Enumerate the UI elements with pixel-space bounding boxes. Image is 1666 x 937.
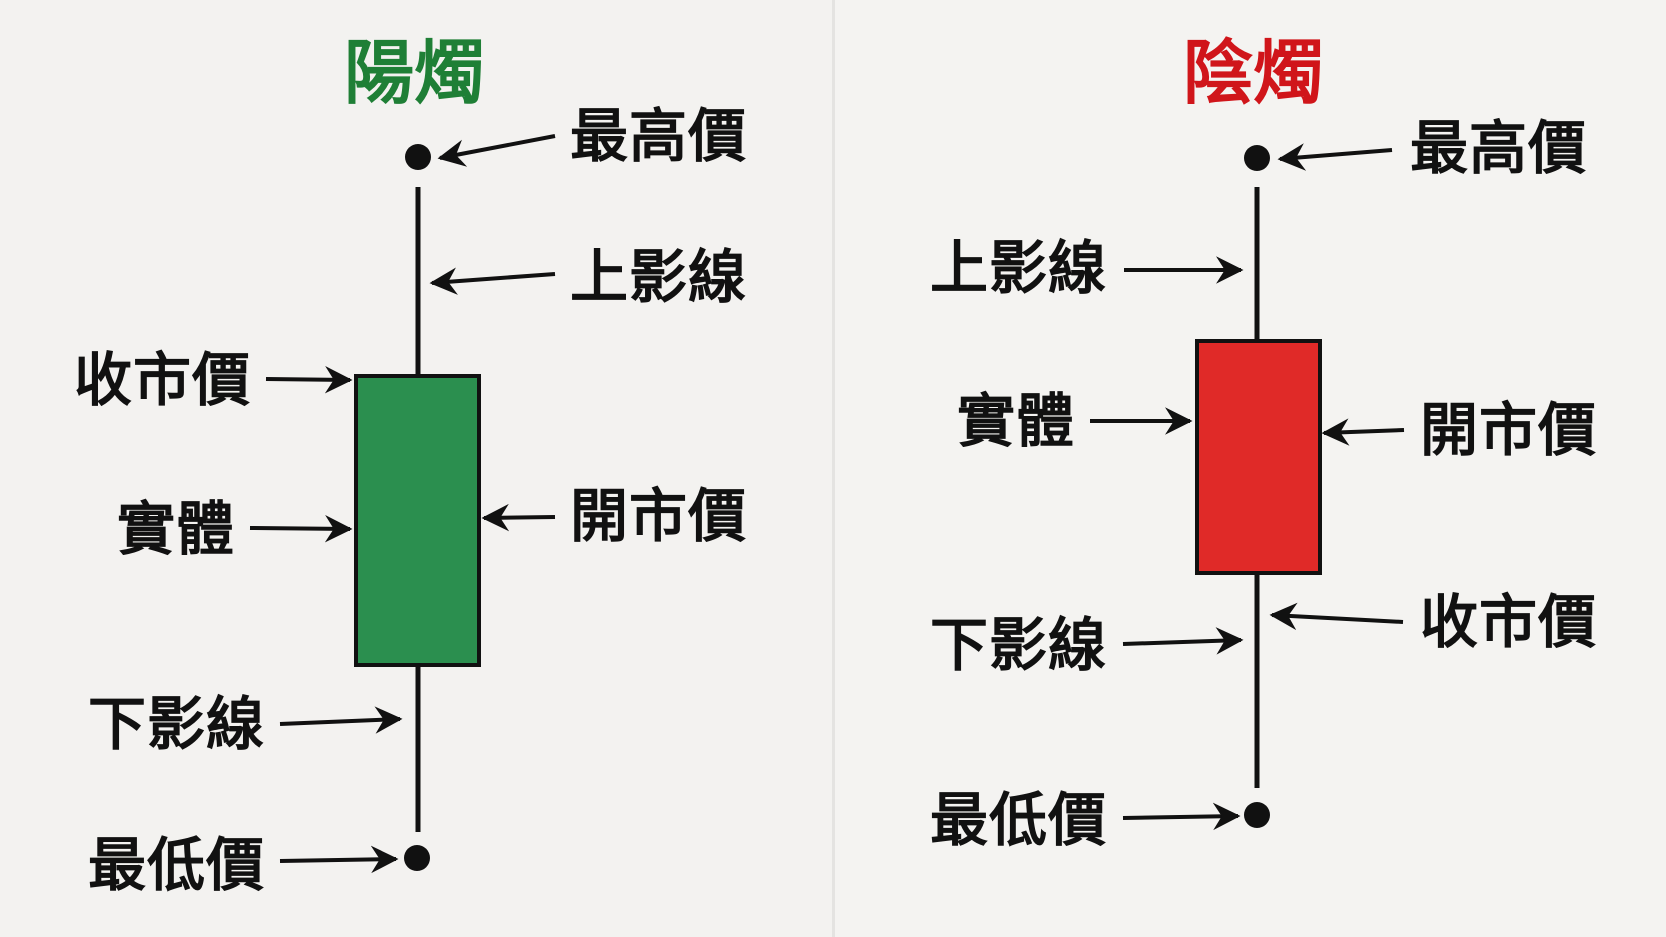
arrow-bearish-high — [1277, 143, 1393, 171]
arrow-bullish-close — [265, 365, 353, 394]
bullish-arrows — [249, 134, 556, 874]
bearish-body — [1195, 339, 1322, 575]
arrow-bearish-lower-shadow — [1122, 627, 1244, 655]
bullish-label-close: 收市價 — [74, 346, 252, 414]
bearish-label-upper-shadow: 上影線 — [930, 234, 1108, 302]
bearish-label-open: 開市價 — [1420, 396, 1598, 464]
arrow-bullish-lower-shadow — [279, 706, 403, 734]
bullish-candle — [354, 144, 481, 871]
bearish-label-high: 最高價 — [1410, 114, 1588, 182]
arrow-bullish-body — [249, 515, 353, 543]
bearish-candle — [1195, 145, 1322, 828]
bearish-label-close: 收市價 — [1420, 588, 1598, 656]
bullish-high-dot — [405, 144, 431, 170]
bearish-high-dot — [1244, 145, 1270, 171]
arrow-bullish-high — [437, 134, 556, 167]
bullish-label-upper-shadow: 上影線 — [570, 243, 748, 311]
bullish-label-open: 開市價 — [570, 482, 748, 550]
bearish-label-body: 實體 — [957, 387, 1076, 455]
bullish-low-dot — [404, 845, 430, 871]
bearish-low-dot — [1244, 802, 1270, 828]
bullish-label-lower-shadow: 下影線 — [88, 690, 266, 758]
bullish-title: 陽燭 — [344, 32, 484, 114]
arrow-bearish-open — [1321, 418, 1405, 446]
arrow-bullish-open — [481, 503, 556, 532]
arrow-bearish-low — [1122, 802, 1241, 831]
bearish-label-lower-shadow: 下影線 — [930, 611, 1108, 679]
bearish-arrows — [1090, 143, 1405, 831]
bullish-label-high: 最高價 — [570, 102, 748, 170]
bullish-label-body: 實體 — [117, 495, 236, 563]
bearish-label-low: 最低價 — [930, 786, 1108, 854]
arrow-bearish-close — [1269, 602, 1404, 631]
arrow-bullish-upper-shadow — [429, 267, 556, 295]
panel-divider — [832, 0, 835, 937]
bullish-body — [354, 374, 481, 667]
bullish-label-low: 最低價 — [88, 831, 266, 899]
bearish-title: 陰燭 — [1183, 32, 1323, 114]
arrow-bullish-low — [279, 845, 399, 874]
